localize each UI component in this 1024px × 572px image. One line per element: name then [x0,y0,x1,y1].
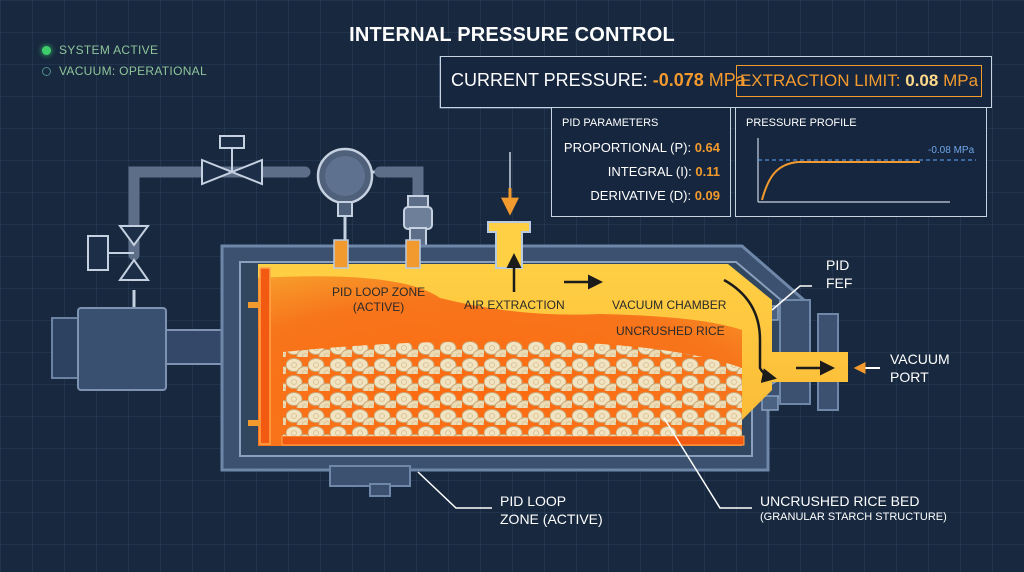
system-active-indicator: SYSTEM ACTIVE [42,43,158,57]
integral-label: INTEGRAL (I): [607,164,692,179]
bottom-zone-line2: ZONE (ACTIVE) [500,511,603,527]
current-pressure-label: CURRENT PRESSURE: [451,70,648,90]
profile-target-label: -0.08 MPa [928,145,975,156]
pressure-profile-panel: PRESSURE PROFILE -0.08 MPa [735,107,987,217]
extraction-limit-value: 0.08 [905,71,939,90]
page-title: INTERNAL PRESSURE CONTROL [349,24,675,46]
extraction-limit-label: EXTRACTION LIMIT: [739,71,901,90]
vacuum-status-indicator: VACUUM: OPERATIONAL [42,64,207,78]
pid-parameters-title: PID PARAMETERS [562,117,659,129]
proportional-value: 0.64 [694,140,720,155]
vacuum-port-callout: VACUUM PORT [890,350,950,386]
vacuum-port-line2: PORT [890,369,929,385]
bottom-zone-line1: PID LOOP [500,493,567,509]
vertical-valve [87,225,150,281]
motor-icon [51,307,227,391]
vacuum-status-label: VACUUM: OPERATIONAL [59,64,207,78]
current-pressure-readout: CURRENT PRESSURE: -0.078 MPa [451,70,746,91]
profile-pressure-curve [761,161,920,201]
active-status-icon [42,45,51,55]
vacuum-port-line1: VACUUM [890,351,950,367]
integral-row: INTEGRAL (I): 0.11 [608,164,720,179]
air-extraction-label: AIR EXTRACTION [464,298,565,312]
rice-bed-callout: UNCRUSHED RICE BED (GRANULAR STARCH STRU… [760,492,947,524]
rice-bed-line1: UNCRUSHED RICE BED [760,493,920,509]
integral-value: 0.11 [695,164,720,179]
derivative-value: 0.09 [694,188,720,203]
pid-loop-zone-line1: PID LOOP ZONE [332,285,426,299]
vacuum-chamber-label: VACUUM CHAMBER [612,298,727,312]
pressure-profile-title: PRESSURE PROFILE [746,117,857,129]
proportional-row: PROPORTIONAL (P): 0.64 [564,140,720,155]
derivative-row: DERIVATIVE (D): 0.09 [590,188,720,203]
pid-fef-callout: PID FEF [826,256,852,292]
pid-fef-line1: PID [826,257,850,273]
sensor-fitting [403,195,433,247]
pid-fef-line2: FEF [826,275,853,291]
rice-bed-line2: (GRANULAR STARCH STRUCTURE) [760,511,947,523]
pid-loop-zone-label: PID LOOP ZONE (ACTIVE) [332,285,425,315]
bottom-zone-callout: PID LOOP ZONE (ACTIVE) [500,492,603,528]
pid-loop-zone-line2: (ACTIVE) [352,300,405,314]
system-status-label: SYSTEM ACTIVE [59,43,159,57]
gate-valve [201,135,263,186]
derivative-label: DERIVATIVE (D): [590,188,692,203]
pressure-gauge-icon [316,147,374,217]
pid-parameters-panel: PID PARAMETERS PROPORTIONAL (P): 0.64 IN… [551,107,731,217]
extraction-limit-unit: MPa [943,71,979,90]
main-pipe [128,166,424,261]
current-pressure-value: -0.078 [652,70,704,90]
uncrushed-rice-label: UNCRUSHED RICE [616,324,725,338]
proportional-label: PROPORTIONAL (P): [563,140,692,155]
pressure-readout-panel: CURRENT PRESSURE: -0.078 MPa EXTRACTION … [440,56,992,108]
standby-status-icon [42,66,51,76]
extraction-limit-badge: EXTRACTION LIMIT: 0.08 MPa [736,65,982,97]
pressure-profile-chart [757,138,976,203]
